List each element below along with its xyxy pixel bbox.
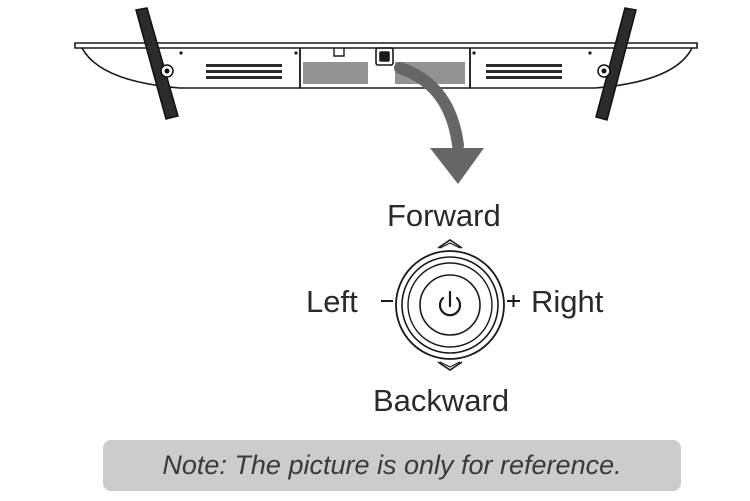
tv-joystick-button	[375, 47, 394, 66]
reference-note-text: Note: The picture is only for reference.	[162, 450, 622, 480]
speaker-grille-right	[486, 64, 562, 79]
stand-foot-left	[135, 7, 179, 120]
right-label: Right	[531, 284, 604, 319]
reference-note: Note: The picture is only for reference.	[103, 440, 681, 491]
backward-label: Backward	[373, 383, 510, 418]
forward-label: Forward	[387, 198, 501, 233]
tv-port	[333, 48, 345, 57]
plus-icon	[507, 295, 520, 307]
speaker-grille-left	[206, 64, 282, 79]
tv-body	[74, 42, 698, 89]
power-icon	[438, 290, 462, 317]
stand-foot-right	[595, 7, 637, 121]
curved-arrow-icon	[394, 62, 484, 184]
screw-dots	[179, 51, 592, 55]
joystick-diagram	[395, 239, 505, 371]
left-label: Left	[306, 284, 358, 319]
